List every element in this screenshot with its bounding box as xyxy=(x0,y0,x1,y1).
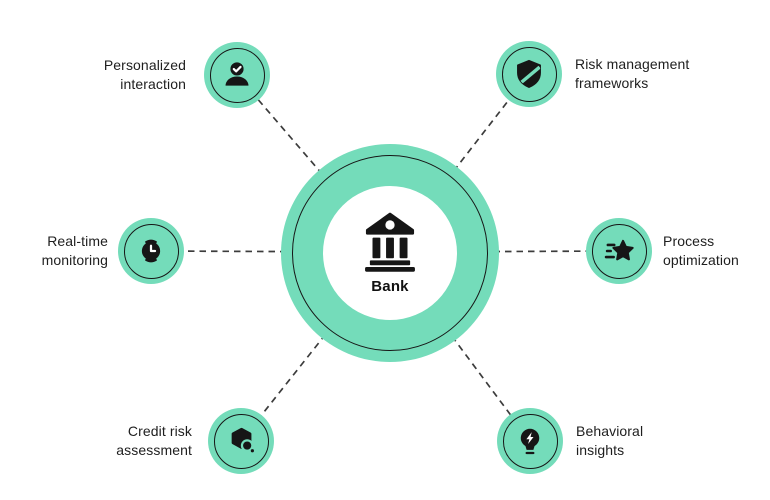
node-label-risk-management-frameworks: Risk management frameworks xyxy=(575,56,690,91)
shooting-star-icon xyxy=(604,239,634,261)
user-check-icon xyxy=(225,62,249,86)
node-ring xyxy=(213,413,269,469)
node-ring xyxy=(501,46,557,102)
hub-label: Bank xyxy=(371,277,409,295)
bank-building-icon xyxy=(365,212,415,272)
node-risk-management-frameworks xyxy=(496,41,562,107)
hub-circle: Bank xyxy=(281,144,499,362)
node-real-time-monitoring xyxy=(118,218,184,284)
shield-slash-icon xyxy=(517,59,541,88)
node-ring xyxy=(502,413,558,469)
hub-ring xyxy=(292,155,488,351)
node-ring xyxy=(123,223,179,279)
hub-inner-circle: Bank xyxy=(323,186,457,320)
node-personalized-interaction xyxy=(204,42,270,108)
node-ring xyxy=(591,223,647,279)
node-process-optimization xyxy=(586,218,652,284)
node-credit-risk-assessment xyxy=(208,408,274,474)
node-ring xyxy=(209,47,265,103)
credit-score-icon xyxy=(231,427,254,453)
node-label-behavioral-insights: Behavioral insights xyxy=(576,423,644,458)
node-label-personalized-interaction: Personalized interaction xyxy=(103,57,186,92)
node-label-credit-risk-assessment: Credit risk assessment xyxy=(116,423,192,458)
node-label-process-optimization: Process optimization xyxy=(663,233,739,268)
lightbulb-bolt-icon xyxy=(520,428,540,455)
smartwatch-icon xyxy=(141,239,161,263)
node-label-real-time-monitoring: Real-time monitoring xyxy=(41,233,108,268)
node-behavioral-insights xyxy=(497,408,563,474)
